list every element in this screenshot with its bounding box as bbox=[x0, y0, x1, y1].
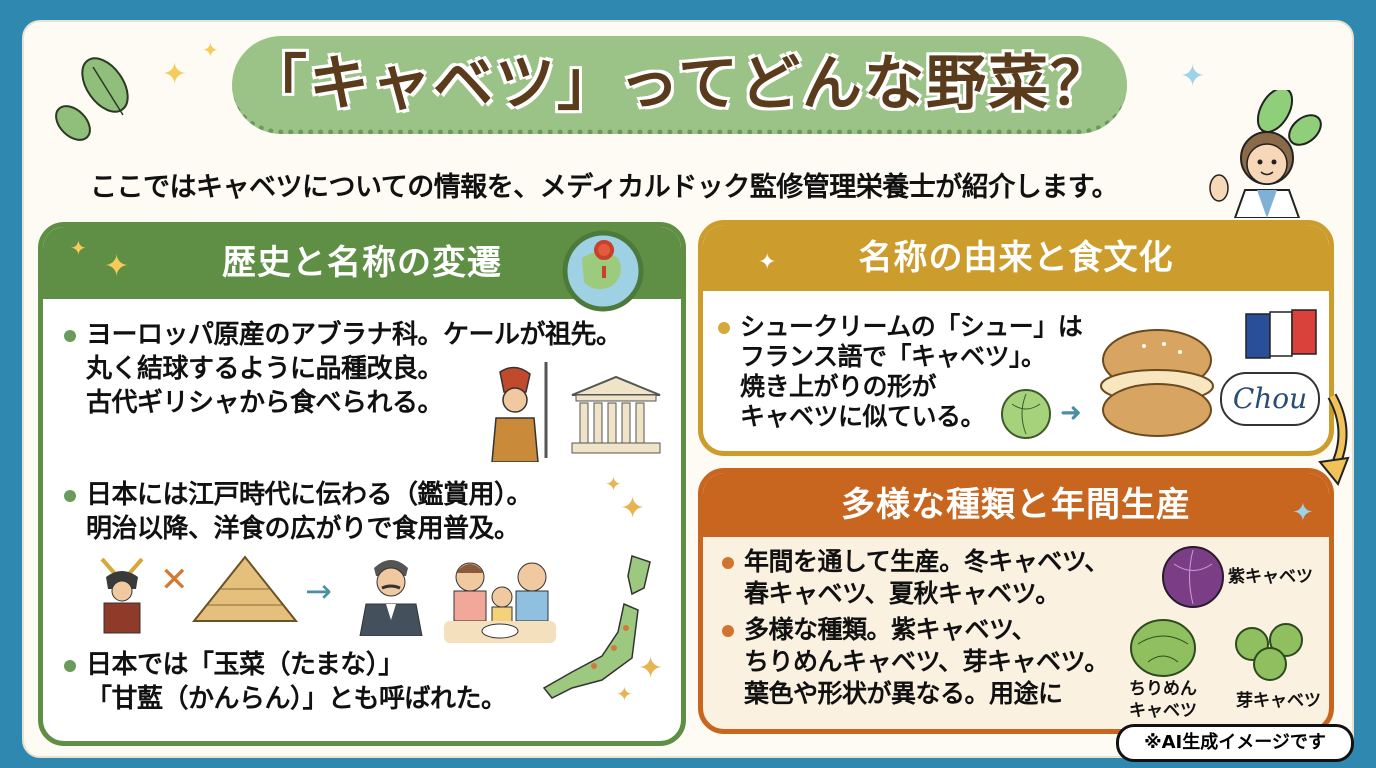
chou-speech-bubble: Chou bbox=[1220, 372, 1320, 426]
sparkle-icon: ✦ bbox=[202, 38, 219, 62]
curved-arrow-icon bbox=[1318, 393, 1350, 486]
ai-generated-badge: ※AI生成イメージです bbox=[1116, 724, 1354, 762]
cabbage-icon bbox=[1001, 389, 1051, 439]
bullet-dot bbox=[718, 322, 730, 334]
panel-heading: 多様な種類と年間生産 bbox=[703, 473, 1329, 537]
panel-history: 歴史と名称の変遷 bbox=[38, 222, 686, 746]
sparkle-icon: ✦ bbox=[162, 57, 188, 92]
bullet-history-names: 日本では「玉菜（たまな）」 「甘藍（かんらん）」とも呼ばれた。 bbox=[64, 648, 507, 716]
japan-map-icon bbox=[542, 555, 651, 699]
family-meal-icon bbox=[444, 562, 556, 643]
cross-icon: ✕ bbox=[160, 560, 189, 600]
bullet-dot bbox=[64, 490, 76, 502]
france-flag-icon bbox=[1245, 309, 1317, 359]
bullet-dot bbox=[722, 557, 734, 569]
bullet-chou-origin: シュークリームの「シュー」は フランス語で「キャベツ」。 焼き上がりの形が キャ… bbox=[718, 312, 1083, 432]
variety-label-red: 紫キャベツ bbox=[1228, 567, 1313, 587]
sparkle-icon: ✦ bbox=[605, 472, 622, 496]
sparkle-icon: ✦ bbox=[1180, 59, 1206, 94]
greek-warrior-icon bbox=[491, 362, 548, 462]
pyramid-icon bbox=[191, 555, 299, 622]
bullet-history-japan: 日本には江戸時代に伝わる（鑑賞用）。 明治以降、洋食の広がりで食用普及。 bbox=[64, 478, 533, 546]
savoy-cabbage-icon bbox=[1130, 619, 1196, 677]
sparkle-icon: ✦ bbox=[1292, 498, 1314, 528]
bullet-annual-production: 年間を通して生産。冬キャベツ、 春キャベツ、夏秋キャベツ。 bbox=[722, 546, 1109, 610]
samurai-icon bbox=[100, 557, 144, 634]
bullet-history-origin: ヨーロッパ原産のアブラナ科。ケールが祖先。 丸く結球するように品種改良。 古代ギ… bbox=[64, 318, 622, 420]
nutritionist-avatar bbox=[1209, 90, 1322, 218]
cream-puff-icon bbox=[1100, 329, 1214, 437]
page-subtitle: ここではキャベツについての情報を、メディカルドック監修管理栄養士が紹介します。 bbox=[90, 172, 1119, 203]
sparkle-icon: ✦ bbox=[758, 250, 777, 275]
arrow-right-icon: → bbox=[305, 572, 332, 610]
bullet-dot bbox=[722, 625, 734, 637]
sparkle-icon: ✦ bbox=[620, 491, 646, 526]
panel-varieties: 多様な種類と年間生産 bbox=[698, 468, 1334, 734]
brussels-sprouts-icon bbox=[1235, 623, 1303, 681]
bullet-variety-types: 多様な種類。紫キャベツ、 ちりめんキャベツ、芽キャベツ。 葉色や形状が異なる。用… bbox=[722, 614, 1109, 710]
leaf-icon bbox=[55, 57, 129, 141]
variety-label-brussels: 芽キャベツ bbox=[1236, 691, 1321, 711]
page-title: 「キャベツ」ってどんな野菜？ bbox=[247, 49, 1112, 119]
meiji-gentleman-icon bbox=[359, 560, 423, 636]
sparkle-icon: ✦ bbox=[616, 682, 633, 706]
bullet-dot bbox=[64, 330, 76, 342]
arrow-right-icon: ➜ bbox=[1060, 398, 1082, 428]
sparkle-icon: ✦ bbox=[104, 249, 130, 284]
sparkle-icon: ✦ bbox=[638, 651, 664, 686]
title-banner bbox=[232, 36, 1127, 134]
parthenon-icon bbox=[571, 375, 661, 454]
sparkle-icon: ✦ bbox=[70, 236, 87, 260]
globe-europe-icon bbox=[562, 230, 644, 312]
red-cabbage-icon bbox=[1162, 546, 1224, 608]
bullet-dot bbox=[64, 660, 76, 672]
panel-heading: 名称の由来と食文化 bbox=[703, 225, 1329, 291]
variety-label-savoy: ちりめん キャベツ bbox=[1129, 679, 1197, 721]
